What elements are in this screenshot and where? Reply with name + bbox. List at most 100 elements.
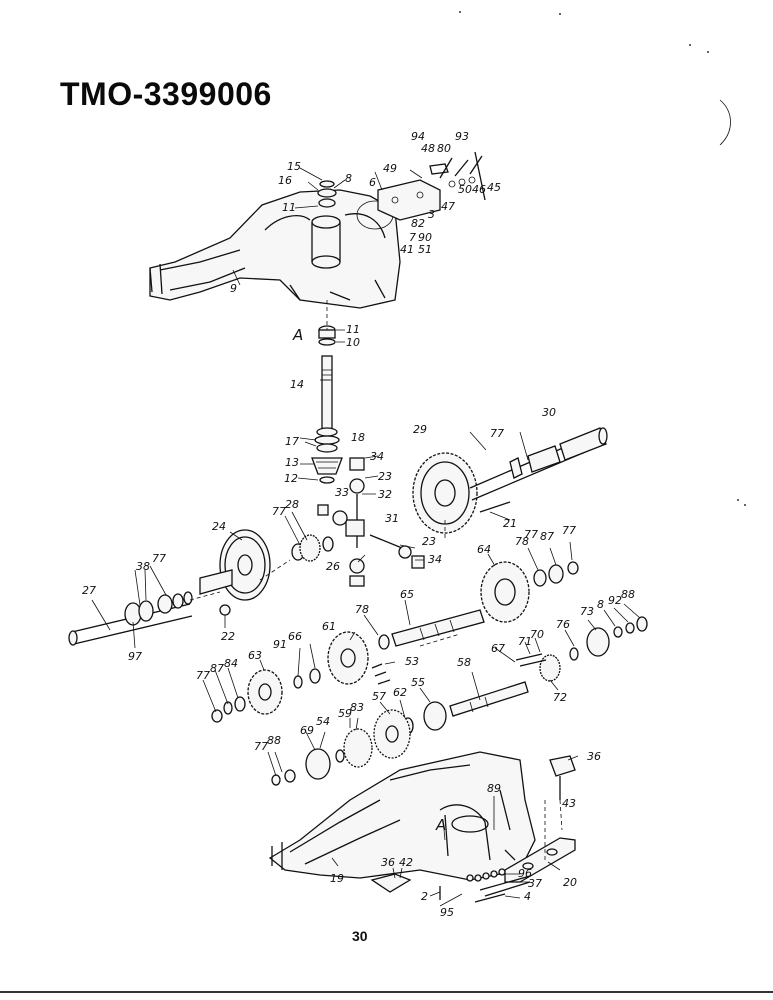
callout-46: 46 — [472, 183, 486, 196]
callout-14: 14 — [290, 378, 304, 391]
callout-69: 69 — [300, 724, 314, 737]
callout-61: 61 — [322, 620, 336, 633]
callout-59: 59 — [338, 707, 352, 720]
callout-94: 94 — [411, 130, 425, 143]
callout-77-bottom: 77 — [254, 740, 268, 753]
callout-11: 11 — [282, 201, 296, 214]
callout-76: 76 — [556, 618, 570, 631]
callout-95: 95 — [440, 906, 454, 919]
callout-93: 93 — [455, 130, 469, 143]
callout-50: 50 — [458, 183, 472, 196]
callout-23-mid: 23 — [422, 535, 436, 548]
callout-36-left: 36 — [381, 856, 395, 869]
callout-91: 91 — [273, 638, 287, 651]
callout-A-case: A — [435, 816, 446, 834]
callout-64: 64 — [477, 543, 491, 556]
callout-26: 26 — [326, 560, 340, 573]
callout-numbers: 94 93 48 80 15 8 49 16 6 50 46 45 11 82 … — [82, 130, 635, 919]
callout-78-right: 78 — [515, 535, 529, 548]
left-axle-assembly — [68, 529, 334, 646]
output-shaft-assembly — [402, 616, 648, 735]
callout-78-mid: 78 — [355, 603, 369, 616]
callout-55: 55 — [411, 676, 425, 689]
callout-31: 31 — [385, 512, 399, 525]
middle-gear-row — [211, 631, 391, 723]
callout-27: 27 — [82, 584, 96, 597]
callout-41: 41 — [400, 243, 414, 256]
callout-84: 84 — [224, 657, 238, 670]
right-gear-assembly — [480, 561, 579, 623]
callout-32: 32 — [378, 488, 392, 501]
callout-21: 21 — [503, 517, 517, 530]
callout-7: 7 — [409, 231, 416, 244]
scan-marks — [459, 11, 746, 506]
callout-53: 53 — [405, 655, 419, 668]
callout-82: 82 — [411, 217, 425, 230]
lower-gear-row — [271, 709, 411, 786]
callout-33: 33 — [335, 486, 349, 499]
callout-90: 90 — [418, 231, 432, 244]
callout-8-right: 8 — [597, 598, 604, 611]
callout-10: 10 — [346, 336, 360, 349]
callout-72: 72 — [553, 691, 567, 704]
footer-rule — [0, 991, 773, 993]
callout-18: 18 — [351, 431, 365, 444]
callout-12: 12 — [284, 472, 298, 485]
callout-87-left: 87 — [210, 662, 224, 675]
callout-51: 51 — [418, 243, 432, 256]
callout-80: 80 — [437, 142, 451, 155]
callout-3: 3 — [428, 208, 435, 221]
callout-77-right: 77 — [524, 528, 538, 541]
callout-88-right: 88 — [621, 588, 635, 601]
callout-43: 43 — [562, 797, 576, 810]
callout-77-low: 77 — [196, 669, 210, 682]
callout-20: 20 — [563, 876, 577, 889]
gasket-and-fasteners — [370, 755, 576, 903]
callout-67: 67 — [491, 642, 505, 655]
callout-28: 28 — [285, 498, 299, 511]
callout-77-shaft: 77 — [490, 427, 504, 440]
callout-96: 96 — [518, 867, 532, 880]
callout-65: 65 — [400, 588, 414, 601]
callout-48: 48 — [421, 142, 435, 155]
callout-34-top: 34 — [370, 450, 384, 463]
callout-70: 70 — [530, 628, 544, 641]
callout-29: 29 — [413, 423, 427, 436]
callout-71: 71 — [518, 635, 532, 648]
top-hardware — [317, 151, 486, 208]
countershaft — [378, 609, 485, 650]
callout-92: 92 — [608, 594, 622, 607]
center-bevel-parts — [317, 457, 425, 587]
callout-17: 17 — [285, 435, 299, 448]
callout-54: 54 — [316, 715, 330, 728]
callout-8: 8 — [345, 172, 352, 185]
callout-13: 13 — [285, 456, 299, 469]
callout-97: 97 — [128, 650, 142, 663]
callout-83: 83 — [350, 701, 364, 714]
callout-89: 89 — [487, 782, 501, 795]
lower-case — [268, 751, 536, 881]
callout-24: 24 — [212, 520, 226, 533]
callout-47: 47 — [441, 200, 455, 213]
callout-77-cover: 77 — [272, 505, 286, 518]
callout-A-housing: A — [292, 326, 303, 344]
callout-57: 57 — [372, 690, 386, 703]
callout-9: 9 — [230, 282, 237, 295]
callout-16: 16 — [278, 174, 292, 187]
axle-gear-assembly — [412, 427, 608, 534]
callout-62: 62 — [393, 686, 407, 699]
callout-11-lower: 11 — [346, 323, 360, 336]
callout-19: 19 — [330, 872, 344, 885]
callout-42: 42 — [399, 856, 413, 869]
callout-22: 22 — [221, 630, 235, 643]
callout-66: 66 — [288, 630, 302, 643]
callout-58: 58 — [457, 656, 471, 669]
callout-77-left: 77 — [152, 552, 166, 565]
vertical-shaft-stack — [311, 325, 343, 484]
callout-23-top: 23 — [378, 470, 392, 483]
callout-38: 38 — [136, 560, 150, 573]
callout-2: 2 — [421, 890, 428, 903]
callout-45: 45 — [487, 181, 501, 194]
